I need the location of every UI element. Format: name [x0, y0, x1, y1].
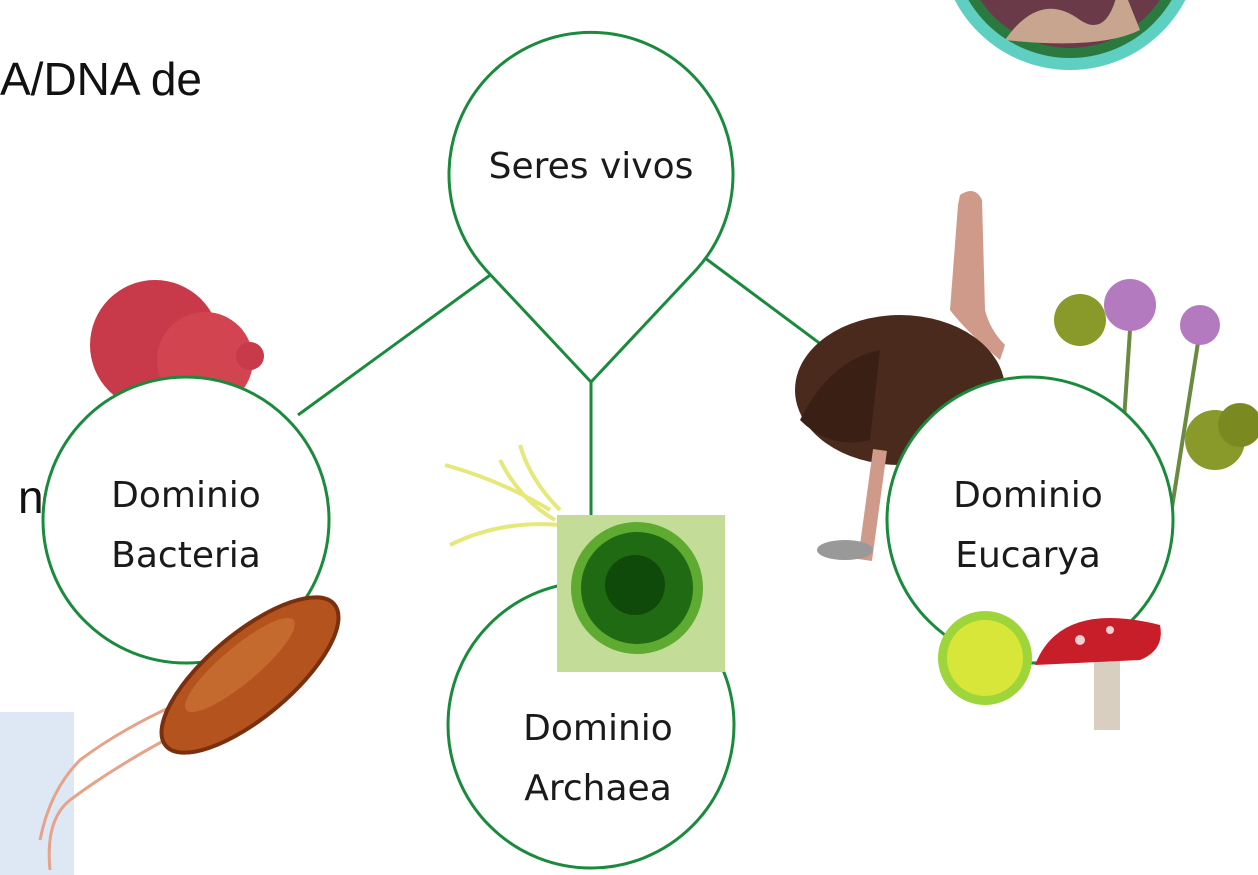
archaea-micrograph	[557, 515, 725, 672]
connector-bacteria	[298, 273, 493, 415]
bacteria-node-line1: Dominio	[111, 475, 261, 516]
archaea-node-line1: Dominio	[523, 708, 673, 749]
root-node-label: Seres vivos	[489, 146, 694, 187]
archaea-node-line2: Archaea	[524, 768, 672, 809]
presenter-avatar	[940, 0, 1200, 70]
root-node	[449, 32, 733, 382]
green-pollen-illustration	[938, 611, 1032, 705]
eucarya-node-line1: Dominio	[953, 475, 1103, 516]
eucarya-node-line2: Eucarya	[955, 535, 1101, 576]
archaea-flagella-illustration	[445, 445, 560, 545]
bacteria-node-line2: Bacteria	[111, 535, 261, 576]
